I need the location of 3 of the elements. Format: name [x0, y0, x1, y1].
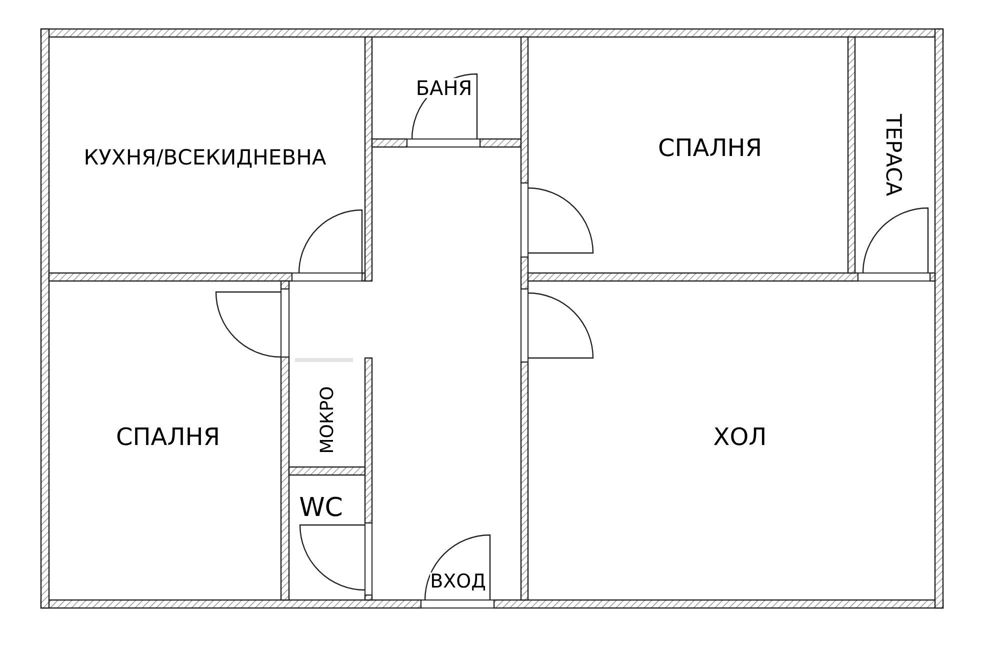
- room-label: БАНЯ: [416, 78, 472, 98]
- room-label: КУХНЯ/ВСЕКИДНЕВНА: [84, 148, 326, 168]
- room-label: ВХОД: [430, 572, 486, 592]
